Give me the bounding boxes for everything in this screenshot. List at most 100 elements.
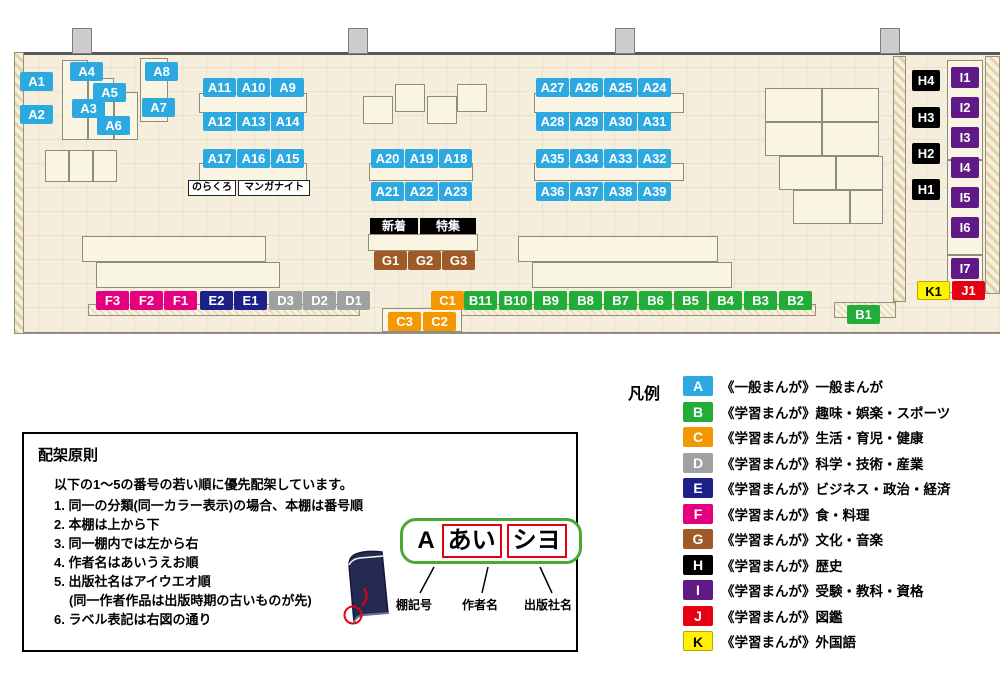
pillar	[615, 28, 635, 54]
rule-4: 4. 作者名はあいうえお順	[54, 555, 199, 570]
shelf-label-f1: F1	[164, 291, 197, 310]
legend-row-k: K《学習まんが》外国語	[683, 631, 1000, 651]
shelf-label-a9: A9	[271, 78, 304, 97]
shelf-label-j1: J1	[952, 281, 985, 300]
legend-swatch-f: F	[683, 503, 713, 524]
legend-label-j: 《学習まんが》図鑑	[721, 609, 843, 625]
shelf-label-b11: B11	[464, 291, 497, 310]
shelf-label-a28: A28	[536, 112, 569, 131]
shelf-label-a29: A29	[570, 112, 603, 131]
legend-label-i: 《学習まんが》受験・教科・資格	[721, 584, 924, 599]
shelf-label-a20: A20	[371, 149, 404, 168]
shelf-label-a33: A33	[604, 149, 637, 168]
rule-1: 1. 同一の分類(同一カラー表示)の場合、本棚は番号順	[54, 498, 364, 513]
legend-swatch-i: I	[683, 580, 713, 600]
pillar	[348, 28, 368, 54]
legend-row-g: G 《学習まんが》文化・音楽	[683, 529, 1000, 549]
pillar	[880, 28, 900, 54]
shelf-block	[457, 84, 487, 112]
shelf-label-a3: A3	[72, 99, 105, 118]
shelf-label-i3: I3	[951, 127, 979, 148]
shelf-label-a12: A12	[203, 112, 236, 131]
shelf-label-a38: A38	[604, 182, 637, 201]
shelf-block	[532, 262, 732, 288]
shelf-label-d3: D3	[269, 291, 302, 310]
wall-segment	[14, 52, 24, 334]
shelf-label-a11: A11	[203, 78, 236, 97]
shelf-label-f3: F3	[96, 291, 129, 310]
rules-title: 配架原則	[38, 447, 99, 464]
shelf-label-i1: I1	[951, 67, 979, 88]
label-publisher-name: シヨ	[506, 524, 567, 558]
shelf-block	[368, 234, 478, 251]
rule-2: 2. 本棚は上から下	[54, 517, 160, 532]
shelf-block	[96, 262, 280, 288]
shelf-label-e2: E2	[200, 291, 233, 310]
shelf-label-h4: H4	[912, 70, 940, 91]
legend-label-e: 《学習まんが》ビジネス・政治・経済	[721, 482, 951, 497]
rule-7: 6. ラベル表記は右図の通り	[54, 612, 212, 627]
shelf-label-a27: A27	[536, 78, 569, 97]
shelf-label-a17: A17	[203, 149, 236, 168]
shelf-label-i2: I2	[951, 97, 979, 118]
shelf-block	[93, 150, 117, 182]
label-shelf-code: A	[417, 527, 435, 554]
shelf-label-c2: C2	[423, 312, 456, 331]
shelving-rules-box: 配架原則 以下の1〜5の番号の若い順に優先配架しています。 1. 同一の分類(同…	[22, 432, 582, 652]
shelf-label-a18: A18	[439, 149, 472, 168]
legend-label-g: 《学習まんが》文化・音楽	[721, 533, 883, 548]
legend-row-i: I 《学習まんが》受験・教科・資格	[683, 580, 1000, 600]
shelf-block	[793, 190, 850, 224]
rules-list: 1. 同一の分類(同一カラー表示)の場合、本棚は番号順 2. 本棚は上から下 3. …	[54, 496, 363, 629]
annotation-2: 作者名	[462, 598, 499, 612]
shelf-label-b4: B4	[709, 291, 742, 310]
legend-swatch-b: B	[683, 401, 713, 422]
legend-rows: A《一般まんが》一般まんが B《学習まんが》趣味・娯楽・スポーツ C 《学習まんが》生…	[683, 372, 1000, 651]
shelf-label-a16: A16	[237, 149, 270, 168]
shelf-block	[82, 236, 266, 262]
shelf-label-c1: C1	[431, 291, 464, 310]
legend-swatch-d: D	[683, 452, 713, 473]
legend-row-b: B《学習まんが》趣味・娯楽・スポーツ	[683, 401, 1000, 422]
shelf-label-a35: A35	[536, 149, 569, 168]
rule-3: 3. 同一棚内では左から右	[54, 536, 199, 551]
shelf-block	[363, 96, 393, 124]
legend-row-h: H 《学習まんが》歴史	[683, 554, 1000, 575]
shelf-label-h3: H3	[912, 107, 940, 128]
shelf-label-a32: A32	[638, 149, 671, 168]
pillar	[72, 28, 92, 54]
shelf-label-a14: A14	[271, 112, 304, 131]
shelf-label-g1: G1	[374, 251, 407, 270]
legend-row-d: D《学習まんが》科学・技術・産業	[683, 452, 1000, 473]
legend-row-a: A《一般まんが》一般まんが	[683, 376, 1000, 396]
legend-swatch-c: C	[683, 427, 713, 447]
shelf-label-b1: B1	[847, 305, 880, 324]
shelf-label-a19: A19	[405, 149, 438, 168]
legend-title: 凡例	[628, 386, 661, 403]
legend-label-c: 《学習まんが》生活・育児・健康	[721, 431, 924, 446]
shelf-label-b2: B2	[779, 291, 812, 310]
shelf-label-a2: A2	[20, 105, 53, 124]
shelf-label-f2: F2	[130, 291, 163, 310]
shelf-label-i4: I4	[951, 157, 979, 178]
shelf-label-b10: B10	[499, 291, 532, 310]
legend-label-a: 《一般まんが》一般まんが	[721, 380, 883, 395]
rule-6: (同一作者作品は出版時期の古いものが先)	[69, 593, 312, 608]
shelf-block	[822, 88, 879, 122]
legend-label-h: 《学習まんが》歴史	[721, 558, 843, 574]
legend-row-e: E《学習まんが》ビジネス・政治・経済	[683, 478, 1000, 498]
label-author-name: あい	[441, 524, 502, 558]
shelf-label-b7: B7	[604, 291, 637, 310]
shelf-label-i5: I5	[951, 187, 979, 208]
legend-swatch-h: H	[683, 554, 713, 575]
map-tag-2: マンガナイト	[238, 180, 310, 196]
legend-swatch-g: G	[683, 529, 713, 549]
shelf-label-a22: A22	[405, 182, 438, 201]
shelf-label-a23: A23	[439, 182, 472, 201]
section-header-2: 特集	[420, 218, 476, 234]
rules-intro: 以下の1〜5の番号の若い順に優先配架しています。	[54, 477, 353, 492]
shelf-label-a4: A4	[70, 62, 103, 81]
legend-row-f: F《学習まんが》食・料理	[683, 503, 1000, 524]
shelf-label-a37: A37	[570, 182, 603, 201]
